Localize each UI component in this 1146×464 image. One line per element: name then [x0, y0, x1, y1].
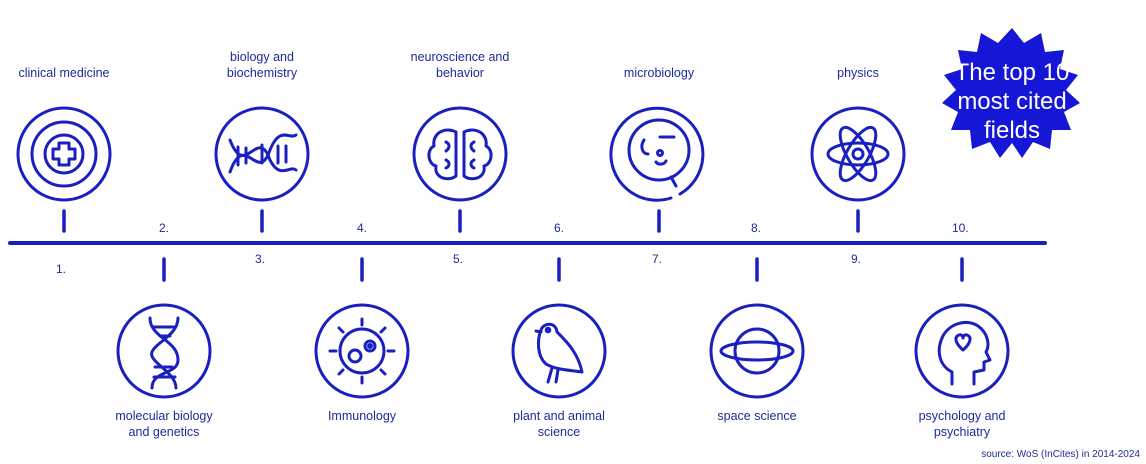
dna-helix-icon	[116, 303, 212, 399]
field-label-2: molecular biology and genetics	[115, 409, 213, 439]
field-label-7: microbiology	[623, 66, 695, 80]
rank-4: 4.	[357, 221, 368, 235]
field-label-4: Immunology	[327, 409, 397, 423]
field-label-8: space science	[717, 409, 797, 423]
badge-title: The top 10 most cited fields	[954, 59, 1070, 144]
petri-dish-icon	[609, 106, 705, 202]
double-helix-icon	[214, 106, 310, 202]
field-label-6: plant and animal science	[513, 409, 605, 439]
atom-icon	[810, 106, 906, 202]
rank-8: 8.	[751, 221, 762, 235]
virus-cell-icon	[314, 303, 410, 399]
rank-2: 2.	[159, 221, 170, 235]
starburst-badge	[942, 28, 1080, 158]
rank-5: 5.	[453, 252, 464, 266]
rank-3: 3.	[255, 252, 266, 266]
rank-9: 9.	[851, 252, 862, 266]
brain-icon	[412, 106, 508, 202]
planet-icon	[709, 303, 805, 399]
field-label-3: biology and biochemistry	[226, 50, 298, 80]
rank-10: 10.	[952, 221, 969, 235]
connector-ticks	[62, 209, 964, 282]
source-note: source: WoS (InCites) in 2014-2024	[981, 449, 1140, 460]
field-label-9: physics	[837, 66, 879, 80]
field-label-5: neuroscience and behavior	[410, 50, 510, 80]
field-label-10: psychology and psychiatry	[918, 409, 1006, 439]
medical-cross-icon	[16, 106, 112, 202]
field-label-1: clinical medicine	[18, 66, 110, 80]
bird-icon	[511, 303, 607, 399]
head-heart-icon	[914, 303, 1010, 399]
rank-1: 1.	[56, 262, 67, 276]
rank-6: 6.	[554, 221, 565, 235]
rank-7: 7.	[652, 252, 663, 266]
